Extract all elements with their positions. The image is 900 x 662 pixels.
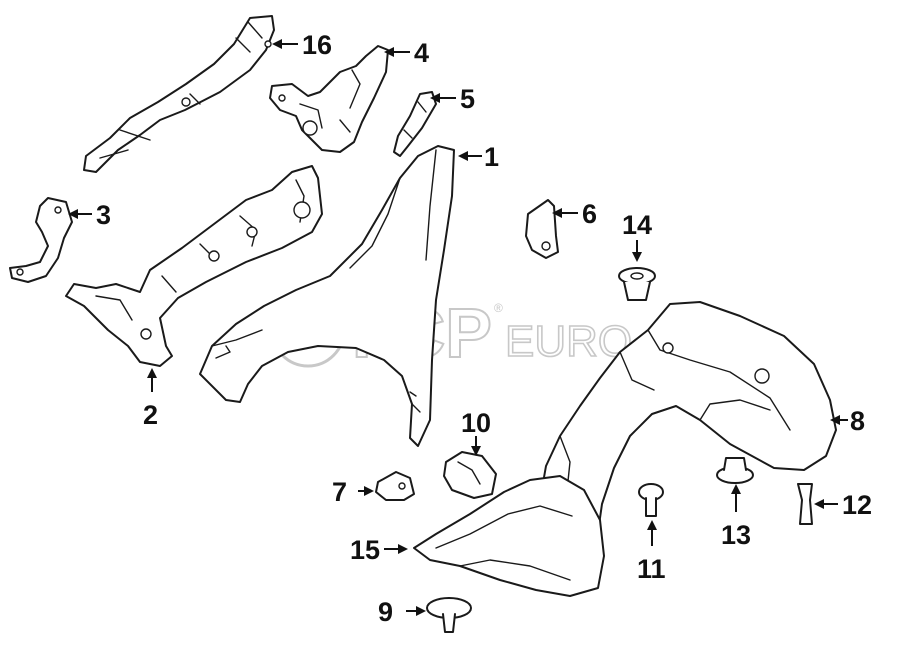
callout-10: 10 [461, 408, 491, 438]
callout-12: 12 [842, 490, 872, 520]
callout-3: 3 [96, 200, 111, 230]
callout-16: 16 [302, 30, 332, 60]
callouts: 1 2 3 4 5 6 7 8 9 10 11 12 13 14 15 16 [96, 30, 872, 627]
watermark-suffix: EURO [505, 317, 632, 366]
part-14-clip[interactable] [618, 267, 656, 301]
part-9-push-clip[interactable] [426, 597, 472, 633]
part-6-bracket[interactable] [525, 199, 559, 259]
callout-11: 11 [637, 554, 666, 584]
part-15-splash-shield[interactable] [413, 475, 605, 597]
callout-5: 5 [460, 84, 475, 114]
callout-14: 14 [622, 210, 652, 240]
part-8-wheel-liner[interactable] [539, 301, 837, 591]
callout-9: 9 [378, 597, 393, 627]
callout-1: 1 [484, 142, 499, 172]
part-5-bracket[interactable] [393, 91, 437, 157]
part-16-bracket[interactable] [83, 15, 275, 173]
part-7-bracket[interactable] [375, 471, 415, 501]
callout-13: 13 [721, 520, 751, 550]
callout-4: 4 [414, 38, 429, 68]
callout-6: 6 [582, 199, 597, 229]
part-11-push-pin[interactable] [638, 483, 664, 517]
part-4-bracket[interactable] [269, 45, 389, 153]
callout-15: 15 [350, 535, 380, 565]
callout-8: 8 [850, 406, 865, 436]
watermark-registered: ® [494, 301, 503, 315]
part-1-fender[interactable] [199, 145, 455, 447]
part-10-retainer[interactable] [443, 451, 497, 499]
callout-2: 2 [143, 400, 158, 430]
part-13-nut[interactable] [716, 457, 754, 484]
part-3-bracket[interactable] [9, 197, 73, 283]
part-2-support-rail[interactable] [65, 165, 323, 367]
callout-7: 7 [332, 477, 347, 507]
part-12-bolt[interactable] [797, 483, 813, 525]
leaders [68, 39, 848, 616]
